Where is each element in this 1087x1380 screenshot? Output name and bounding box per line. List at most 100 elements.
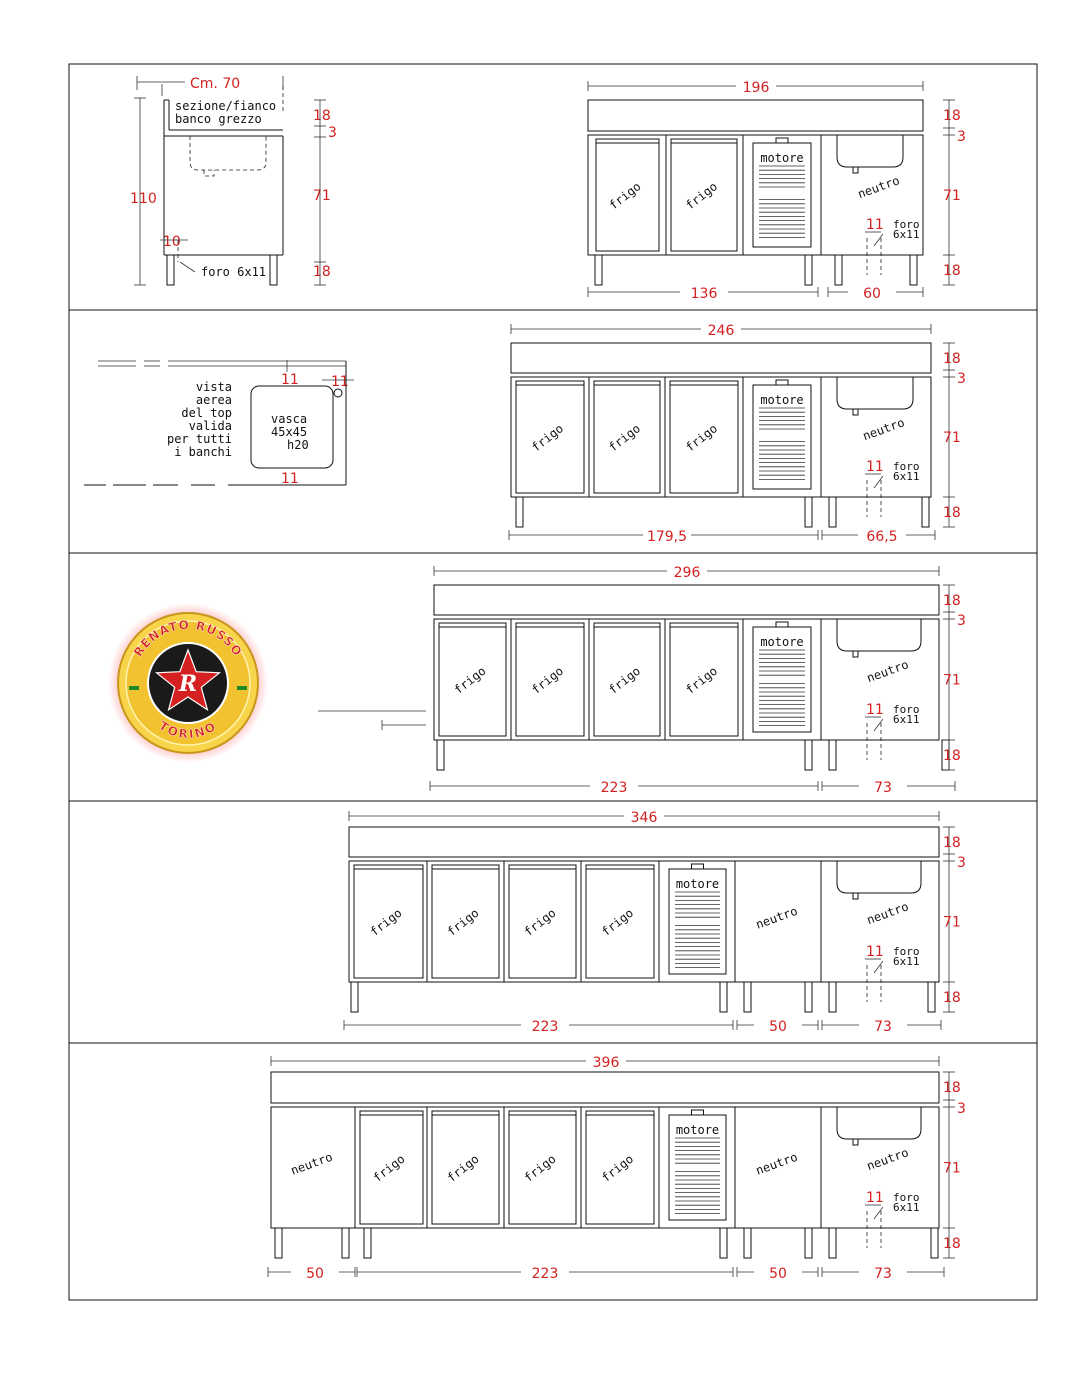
motor-latch bbox=[775, 137, 789, 144]
frigo-door bbox=[669, 622, 739, 737]
vertical-dim-label-0: 18 bbox=[943, 593, 961, 609]
neutro-label: neutro bbox=[289, 1150, 335, 1178]
hole-note-line-1: foro bbox=[893, 1191, 920, 1204]
motor-vent-grille-icon bbox=[759, 165, 805, 238]
bench-leg bbox=[743, 981, 752, 1013]
hole-leader bbox=[873, 718, 884, 732]
neutro-label: neutro bbox=[754, 1150, 800, 1178]
frigo-door bbox=[585, 864, 655, 979]
hole-offset-label: 11 bbox=[866, 944, 884, 960]
total-width-label: 246 bbox=[708, 323, 735, 339]
dim-label-bg bbox=[858, 526, 906, 542]
vertical-dim-label-2: 71 bbox=[943, 915, 961, 931]
vertical-dim-label-1: 3 bbox=[957, 129, 966, 145]
dim-label-bg bbox=[590, 777, 638, 793]
vertical-dim-label-3: 18 bbox=[943, 1236, 961, 1252]
vertical-dim-label-3: 18 bbox=[943, 748, 961, 764]
frigo-door bbox=[593, 380, 661, 494]
frigo-door bbox=[585, 1110, 655, 1225]
sink-drain bbox=[852, 408, 859, 416]
bench-leg bbox=[804, 1227, 813, 1259]
frigo-label: frigo bbox=[683, 421, 720, 454]
hole-note-line-2: 6x11 bbox=[893, 1201, 920, 1214]
bottom-width-label: 60 bbox=[863, 286, 881, 302]
sink-basin-outline bbox=[836, 861, 922, 894]
bottom-width-label: 136 bbox=[691, 286, 718, 302]
total-width-label: 346 bbox=[631, 810, 658, 826]
bench-leg bbox=[804, 496, 813, 528]
hole-leader bbox=[179, 261, 196, 273]
frigo-label: frigo bbox=[521, 1152, 558, 1185]
basin-drain bbox=[203, 170, 215, 177]
bench-leg bbox=[804, 739, 813, 771]
sink-basin-outline bbox=[836, 1107, 922, 1140]
top-caption-line-2: aerea bbox=[196, 393, 232, 407]
bench-leg bbox=[350, 981, 359, 1013]
bench-leg bbox=[719, 981, 728, 1013]
frigo-door bbox=[353, 864, 424, 979]
bench-body bbox=[433, 618, 940, 741]
logo-flag-right-green bbox=[237, 686, 247, 690]
bottom-width-label: 66,5 bbox=[866, 529, 897, 545]
frigo-label: frigo bbox=[599, 906, 636, 939]
logo-flag-left-green bbox=[129, 686, 139, 690]
frigo-door bbox=[431, 864, 500, 979]
frigo-door bbox=[438, 622, 507, 737]
dim-label-bg bbox=[859, 777, 907, 793]
motor-label: motore bbox=[676, 877, 719, 891]
top-caption-line-5: per tutti bbox=[167, 432, 232, 446]
top-aerial-view: vista aerea del top valida per tutti i b… bbox=[84, 360, 354, 487]
sink-drain bbox=[852, 892, 859, 900]
frigo-label: frigo bbox=[683, 179, 720, 212]
drain-hole-icon bbox=[333, 388, 343, 398]
hole-leader bbox=[873, 1206, 884, 1220]
frigo-door bbox=[669, 380, 739, 494]
guide-lines bbox=[318, 710, 426, 730]
bench-leg bbox=[274, 1227, 283, 1259]
bottom-width-label: 223 bbox=[532, 1019, 559, 1035]
dim-label-bg bbox=[859, 1016, 907, 1032]
vertical-dim-label-3: 18 bbox=[943, 263, 961, 279]
frigo-door bbox=[508, 864, 577, 979]
section-leg-back bbox=[269, 254, 278, 286]
hole-note-line-2: 6x11 bbox=[893, 470, 920, 483]
dim-label-bg bbox=[521, 1263, 569, 1279]
section-dim-top: 18 bbox=[313, 108, 331, 124]
frigo-door bbox=[670, 138, 738, 252]
vertical-dim-label-0: 18 bbox=[943, 351, 961, 367]
bench-top-slab bbox=[510, 342, 932, 374]
hole-leader bbox=[873, 233, 884, 247]
dim-label-bg bbox=[754, 1263, 802, 1279]
sink-basin-outline bbox=[836, 377, 914, 410]
sink-basin-outline bbox=[836, 135, 904, 168]
frigo-label: frigo bbox=[367, 906, 404, 939]
bench-top-slab bbox=[587, 99, 924, 132]
neutro-label: neutro bbox=[865, 899, 911, 927]
frigo-label: frigo bbox=[370, 1152, 407, 1185]
frigo-label: frigo bbox=[529, 664, 566, 697]
hole-note-line-2: 6x11 bbox=[893, 713, 920, 726]
frigo-label: frigo bbox=[606, 179, 643, 212]
basin-label-line-3: h20 bbox=[287, 438, 309, 452]
basin-offset-top: 11 bbox=[281, 372, 299, 388]
frigo-label: frigo bbox=[444, 1152, 481, 1185]
basin-label-line-2: 45x45 bbox=[271, 425, 307, 439]
bench-leg bbox=[436, 739, 445, 771]
dim-label-bg bbox=[859, 1263, 907, 1279]
hole-leader bbox=[873, 960, 884, 974]
section-title-line-2: banco grezzo bbox=[175, 112, 262, 126]
bench-leg bbox=[804, 254, 813, 286]
basin-section-outline bbox=[189, 136, 267, 171]
hole-note-line-2: 6x11 bbox=[893, 228, 920, 241]
hole-leader bbox=[873, 475, 884, 489]
motor-label: motore bbox=[676, 1123, 719, 1137]
vertical-dim-label-2: 71 bbox=[943, 1161, 961, 1177]
bench-body bbox=[510, 376, 932, 498]
bottom-width-label: 73 bbox=[874, 780, 892, 796]
frigo-door bbox=[431, 1110, 500, 1225]
bench-leg bbox=[341, 1227, 350, 1259]
